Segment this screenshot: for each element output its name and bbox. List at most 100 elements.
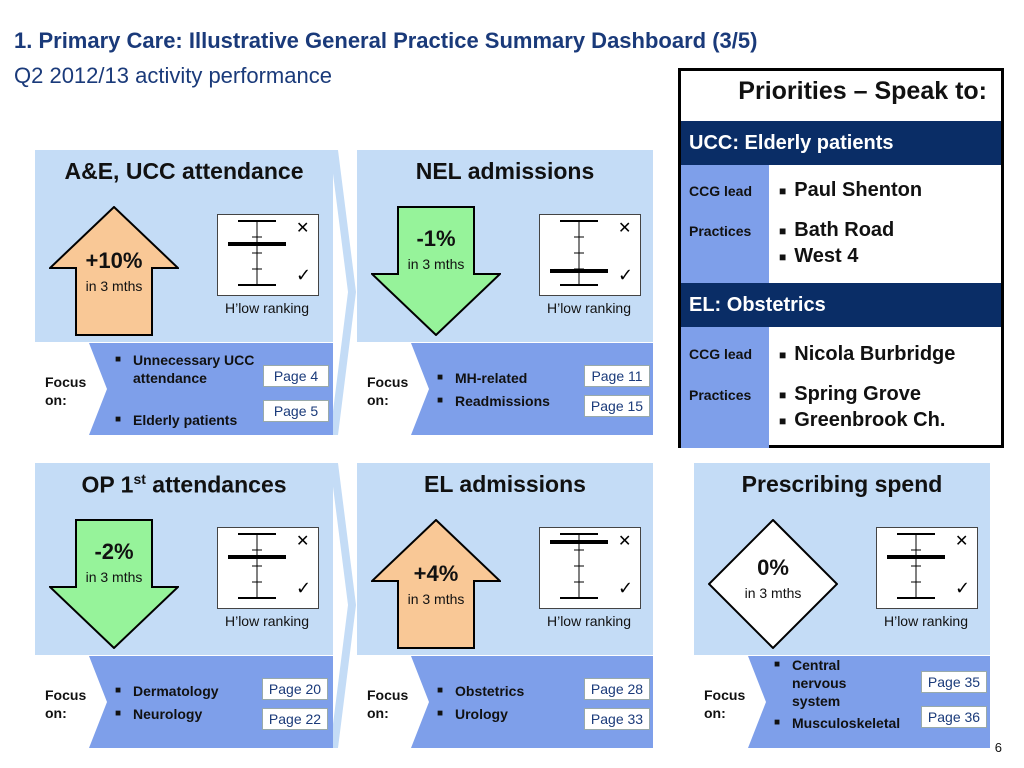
- ranking-chart: ✕ ✓: [876, 527, 978, 609]
- ccg-lead-name: ■Nicola Burbridge: [779, 343, 956, 365]
- svg-text:✕: ✕: [618, 218, 631, 237]
- practice-name: ■West 4: [779, 245, 859, 267]
- trend-down-arrow: -2% in 3 mths: [49, 519, 179, 649]
- ranking-scale: ✕ ✓: [550, 218, 633, 286]
- ranking-chart: ✕ ✓: [539, 527, 641, 609]
- change-period: in 3 mths: [85, 278, 143, 294]
- focus-item: ■Central nervous system: [774, 657, 847, 709]
- ccg-lead-label: CCG lead: [689, 346, 753, 362]
- ranking-chart: ✕ ✓: [217, 214, 319, 296]
- ranking-marker: [550, 269, 608, 273]
- flow-chevron: [330, 150, 356, 435]
- page-link[interactable]: Page 33: [584, 708, 650, 730]
- page-title: 1. Primary Care: Illustrative General Pr…: [14, 28, 758, 53]
- practice-name: ■Bath Road: [779, 219, 895, 241]
- trend-down-arrow: -1% in 3 mths: [371, 206, 501, 336]
- page-link[interactable]: Page 15: [584, 395, 650, 417]
- change-period: in 3 mths: [407, 591, 465, 607]
- trend-up-arrow: +10% in 3 mths: [49, 206, 179, 336]
- ranking-scale: ✕ ✓: [228, 218, 311, 286]
- priorities-heading: Priorities – Speak to:: [738, 77, 987, 105]
- panel-title: NEL admissions: [415, 158, 595, 184]
- svg-text:✓: ✓: [296, 265, 311, 286]
- ranking-scale: ✕ ✓: [550, 531, 633, 599]
- practices-label: Practices: [689, 387, 752, 403]
- ranking-marker: [887, 555, 945, 559]
- focus-item: ■Neurology: [115, 706, 203, 722]
- panel-title: Prescribing spend: [741, 471, 943, 497]
- ccg-lead-label: CCG lead: [689, 183, 753, 199]
- svg-text:✓: ✓: [296, 578, 311, 599]
- change-period: in 3 mths: [85, 569, 143, 585]
- up-arrow-icon: [371, 519, 501, 649]
- focus-item: ■Urology: [437, 706, 508, 722]
- focus-item: ■Musculoskeletal: [774, 715, 901, 731]
- focus-item: ■Readmissions: [437, 393, 550, 409]
- trend-flat-diamond: 0% in 3 mths: [708, 519, 838, 649]
- change-value: 0%: [757, 555, 789, 580]
- practice-name: ■Spring Grove: [779, 383, 921, 405]
- page-link[interactable]: Page 11: [584, 365, 650, 387]
- ranking-chart: ✕ ✓: [217, 527, 319, 609]
- focus-item: ■MH-related: [437, 370, 528, 386]
- ranking-label: H’low ranking: [224, 613, 310, 629]
- panel-title: A&E, UCC attendance: [64, 158, 304, 184]
- page-number: 6: [994, 740, 1002, 755]
- svg-text:✕: ✕: [296, 218, 309, 237]
- change-value: +4%: [413, 561, 459, 586]
- page-link[interactable]: Page 5: [263, 400, 329, 422]
- ranking-marker: [228, 555, 286, 559]
- page-link[interactable]: Page 35: [921, 671, 987, 693]
- change-value: +10%: [85, 248, 143, 273]
- svg-text:✓: ✓: [618, 578, 633, 599]
- ranking-label: H’low ranking: [546, 613, 632, 629]
- ranking-label: H’low ranking: [883, 613, 969, 629]
- priority-label-column: [681, 327, 769, 448]
- page-link[interactable]: Page 22: [262, 708, 328, 730]
- change-period: in 3 mths: [744, 585, 802, 601]
- ranking-label: H’low ranking: [224, 300, 310, 316]
- focus-label: Focus on:: [704, 687, 746, 721]
- svg-text:✕: ✕: [296, 531, 309, 550]
- page-link[interactable]: Page 20: [262, 678, 328, 700]
- panel-title: OP 1st attendances: [81, 471, 287, 498]
- svg-text:✓: ✓: [618, 265, 633, 286]
- down-arrow-icon: [49, 519, 179, 649]
- up-arrow-icon: [49, 206, 179, 336]
- priority-label-column: [681, 165, 769, 283]
- ranking-marker: [228, 242, 286, 246]
- practices-label: Practices: [689, 223, 752, 239]
- flow-chevron: [330, 463, 356, 748]
- focus-label: Focus on:: [367, 374, 409, 408]
- focus-item: ■Unnecessary UCC attendance: [115, 352, 255, 386]
- ranking-label: H’low ranking: [546, 300, 632, 316]
- ranking-marker: [550, 540, 608, 544]
- ranking-scale: ✕ ✓: [887, 531, 970, 599]
- focus-label: Focus on:: [45, 687, 87, 721]
- focus-item: ■Elderly patients: [115, 412, 238, 428]
- focus-label: Focus on:: [45, 374, 87, 408]
- change-value: -2%: [94, 539, 134, 564]
- svg-text:✕: ✕: [955, 531, 968, 550]
- change-period: in 3 mths: [407, 256, 465, 272]
- svg-text:✓: ✓: [955, 578, 970, 599]
- svg-text:✕: ✕: [618, 531, 631, 550]
- page-link[interactable]: Page 28: [584, 678, 650, 700]
- priorities-box: Priorities – Speak to: UCC: Elderly pati…: [678, 68, 1004, 448]
- focus-item: ■Dermatology: [115, 683, 219, 699]
- down-arrow-icon: [371, 206, 501, 336]
- change-value: -1%: [416, 226, 456, 251]
- focus-label: Focus on:: [367, 687, 409, 721]
- trend-up-arrow: +4% in 3 mths: [371, 519, 501, 649]
- page-subtitle: Q2 2012/13 activity performance: [14, 63, 332, 88]
- practice-name: ■Greenbrook Ch.: [779, 409, 946, 431]
- ccg-lead-name: ■Paul Shenton: [779, 179, 923, 201]
- ranking-scale: ✕ ✓: [228, 531, 311, 599]
- priority-section-title: EL: Obstetrics: [681, 283, 1001, 327]
- ranking-chart: ✕ ✓: [539, 214, 641, 296]
- panel-title: EL admissions: [424, 471, 586, 497]
- priority-section-title: UCC: Elderly patients: [681, 121, 1001, 165]
- page-link[interactable]: Page 36: [921, 706, 987, 728]
- page-link[interactable]: Page 4: [263, 365, 329, 387]
- diamond-icon: [708, 519, 838, 649]
